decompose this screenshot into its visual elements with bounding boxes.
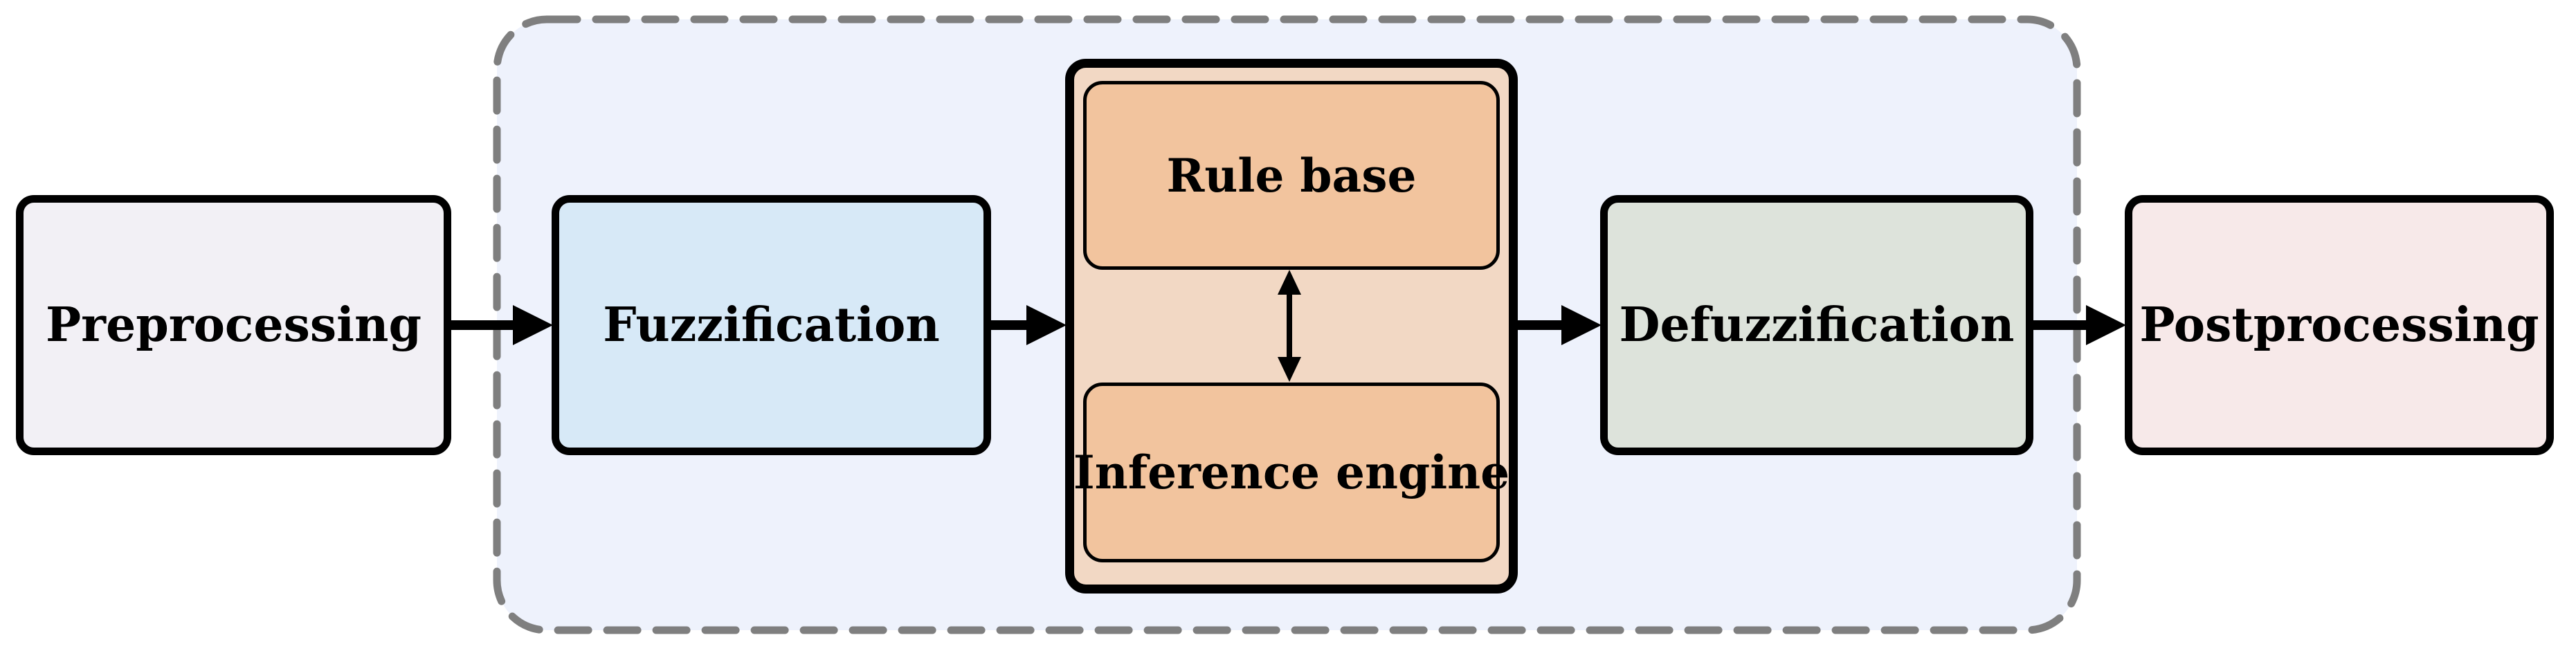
preprocessing-label: Preprocessing	[45, 297, 421, 353]
preprocessing-node: Preprocessing	[16, 195, 451, 455]
arrow-knowledge-base-to-defuzzification	[1516, 320, 1563, 330]
arrow-defuzzification-to-postprocessing	[2031, 320, 2088, 330]
arrowhead-down-icon	[1278, 357, 1301, 382]
postprocessing-label: Postprocessing	[2139, 297, 2539, 353]
rule-base-label: Rule base	[1166, 148, 1417, 203]
arrowhead-right-icon	[513, 305, 553, 345]
arrowhead-right-icon	[1026, 305, 1067, 345]
postprocessing-node: Postprocessing	[2125, 195, 2554, 455]
fuzzification-node: Fuzzification	[552, 195, 991, 455]
inference-engine-label: Inference engine	[1073, 445, 1510, 499]
arrow-fuzzification-to-knowledge-base	[988, 320, 1028, 330]
arrow-preprocessing-to-fuzzification	[448, 320, 515, 330]
arrowhead-right-icon	[1561, 305, 1602, 345]
defuzzification-node: Defuzzification	[1600, 195, 2033, 455]
fuzzification-label: Fuzzification	[603, 297, 940, 353]
double-arrow-rule-base-inference-engine	[1287, 291, 1292, 361]
inference-engine-node: Inference engine	[1073, 383, 1509, 562]
rule-base-node: Rule base	[1083, 81, 1500, 270]
defuzzification-label: Defuzzification	[1619, 297, 2015, 353]
arrowhead-right-icon	[2086, 305, 2126, 345]
